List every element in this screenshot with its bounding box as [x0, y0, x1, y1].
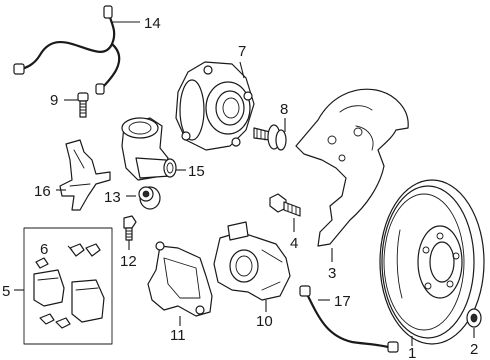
callout-13: 13 — [104, 189, 121, 206]
callout-3: 3 — [328, 265, 336, 282]
brake-caliper — [213, 221, 291, 312]
brake-pad-kit — [14, 227, 113, 345]
hub-bearing — [175, 61, 255, 151]
splash-shield — [295, 88, 409, 262]
bushing — [126, 186, 161, 210]
hub-bolt — [253, 118, 287, 151]
callout-17: 17 — [334, 293, 351, 310]
callout-14: 14 — [144, 15, 161, 32]
callout-6: 6 — [40, 241, 48, 258]
callout-5: 5 — [2, 283, 10, 300]
callout-10: 10 — [256, 313, 273, 330]
rotor-screw — [466, 308, 482, 338]
brake-rotor — [379, 179, 485, 346]
callout-11: 11 — [170, 327, 186, 344]
callout-16: 16 — [34, 183, 51, 200]
callout-4: 4 — [290, 235, 298, 252]
actuator-motor — [121, 117, 186, 181]
callout-9: 9 — [50, 92, 58, 109]
callout-15: 15 — [188, 163, 205, 180]
callout-8: 8 — [280, 101, 288, 118]
caliper-bolt — [269, 193, 301, 232]
sensor-bracket — [56, 139, 111, 211]
caliper-carrier — [147, 241, 213, 326]
carrier-bolt — [123, 215, 137, 250]
wear-sensor-wire — [13, 5, 140, 95]
callout-2: 2 — [470, 341, 478, 358]
callout-1: 1 — [408, 345, 416, 360]
bolt-9 — [64, 92, 89, 118]
callout-12: 12 — [120, 253, 137, 270]
brake-hose — [299, 285, 399, 353]
callout-7: 7 — [238, 43, 246, 60]
